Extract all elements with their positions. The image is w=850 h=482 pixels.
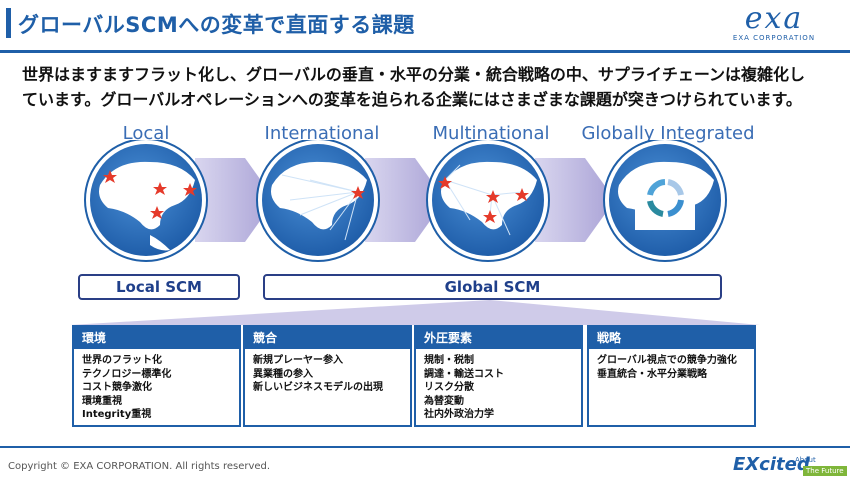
logo-word: exa bbox=[744, 1, 804, 36]
stage-label-multinational: Multinational bbox=[432, 123, 550, 144]
star-marker-icon bbox=[153, 182, 167, 195]
card-environment: 環境 世界のフラット化 テクノロジー標準化 コスト競争激化 環境重視 Integ… bbox=[72, 325, 241, 427]
card-head: 戦略 bbox=[589, 327, 754, 349]
card-head: 環境 bbox=[74, 327, 239, 349]
list-item: テクノロジー標準化 bbox=[82, 368, 172, 380]
band-global-scm: Global SCM bbox=[263, 274, 722, 300]
funnel-shape bbox=[70, 300, 760, 325]
list-item: コスト競争激化 bbox=[82, 382, 152, 393]
title-accent bbox=[6, 8, 11, 38]
intro-line-2: ています。グローバルオペレーションへの変革を迫られる企業にはさまざまな課題が突き… bbox=[22, 90, 802, 109]
star-marker-icon bbox=[438, 176, 452, 189]
card-head: 外圧要素 bbox=[416, 327, 581, 349]
globe-icon-international bbox=[256, 140, 380, 262]
progress-arrow-1 bbox=[195, 158, 275, 242]
excited-logo-word: EXcited bbox=[733, 454, 810, 475]
excited-logo: EXcited About The Future bbox=[733, 452, 847, 480]
list-item: グローバル視点での競争力強化 bbox=[597, 355, 737, 366]
star-marker-icon bbox=[351, 186, 365, 199]
title-bar: グローバルSCMへの変革で直面する課題 exa EXA CORPORATION bbox=[0, 0, 850, 53]
list-item: 新しいビジネスモデルの出現 bbox=[253, 382, 383, 393]
list-item: 調達・輸送コスト bbox=[424, 368, 504, 380]
stage-label-local: Local bbox=[122, 123, 170, 144]
intro-line-1: 世界はますますフラット化し、グローバルの垂直・水平の分業・統合戦略の中、サプライ… bbox=[22, 65, 806, 84]
stage-label-globally-integrated: Globally Integrated bbox=[581, 123, 755, 144]
list-item: 規制・税制 bbox=[424, 355, 474, 366]
card-head: 競合 bbox=[245, 327, 410, 349]
globe-diagram bbox=[84, 140, 727, 262]
logo-sub: EXA CORPORATION bbox=[732, 34, 816, 42]
list-item: リスク分散 bbox=[424, 382, 474, 393]
card-strategy: 戦略 グローバル視点での競争力強化 垂直統合・水平分業戦略 bbox=[587, 325, 756, 427]
list-item: 環境重視 bbox=[82, 395, 122, 407]
star-marker-icon bbox=[515, 188, 529, 201]
list-item: 世界のフラット化 bbox=[82, 355, 162, 366]
card-external-pressure: 外圧要素 規制・税制 調達・輸送コスト リスク分散 為替変動 社内外政治力学 bbox=[414, 325, 583, 427]
list-item: 異業種の参入 bbox=[253, 368, 313, 380]
list-item: 為替変動 bbox=[424, 395, 464, 407]
list-item: 新規プレーヤー参入 bbox=[253, 355, 343, 366]
cycle-arrows-icon bbox=[647, 179, 684, 217]
footer-divider bbox=[0, 446, 850, 448]
globe-icon-local bbox=[84, 140, 208, 262]
excited-logo-future: The Future bbox=[803, 466, 847, 476]
globe-icon-globally-integrated bbox=[603, 140, 727, 262]
list-item: 垂直統合・水平分業戦略 bbox=[597, 368, 707, 380]
star-marker-icon bbox=[150, 206, 164, 219]
exa-logo: exa EXA CORPORATION bbox=[714, 4, 834, 46]
stage-label-international: International bbox=[264, 123, 380, 144]
progress-arrow-2 bbox=[365, 158, 445, 242]
star-marker-icon bbox=[486, 190, 500, 203]
star-marker-icon bbox=[183, 183, 197, 196]
globe-icon-multinational bbox=[426, 140, 550, 262]
progress-arrow-3 bbox=[535, 158, 615, 242]
page-title: グローバルSCMへの変革で直面する課題 bbox=[18, 13, 415, 37]
intro-text: 世界はますますフラット化し、グローバルの垂直・水平の分業・統合戦略の中、サプライ… bbox=[22, 62, 837, 112]
list-item: 社内外政治力学 bbox=[424, 409, 494, 420]
excited-logo-about: About bbox=[795, 456, 816, 464]
list-item: Integrity重視 bbox=[82, 409, 152, 420]
star-marker-icon bbox=[483, 210, 497, 223]
card-competition: 競合 新規プレーヤー参入 異業種の参入 新しいビジネスモデルの出現 bbox=[243, 325, 412, 427]
star-marker-icon bbox=[103, 170, 117, 183]
band-local-scm: Local SCM bbox=[78, 274, 240, 300]
copyright-text: Copyright © EXA CORPORATION. All rights … bbox=[8, 461, 271, 472]
